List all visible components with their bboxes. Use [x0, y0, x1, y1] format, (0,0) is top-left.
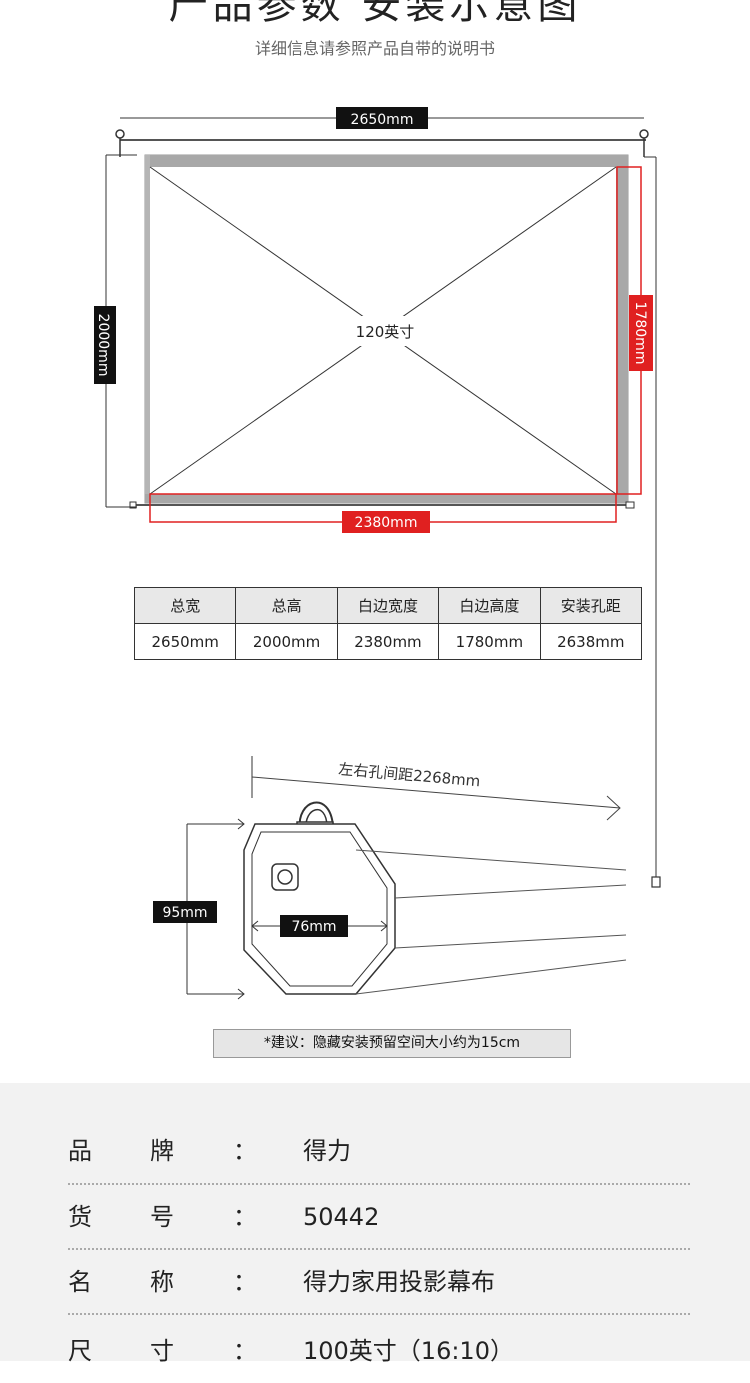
- spec-panel: 品 牌 ： 得力 货 号 ： 50442 名 称 ： 得力家用投影幕布 尺 寸 …: [0, 1083, 750, 1365]
- table-cell: 2380mm: [336, 623, 440, 660]
- total-height-label: 2000mm: [95, 314, 111, 377]
- table-header-cell: 安装孔距: [539, 587, 643, 624]
- table-header-cell: 总宽: [133, 587, 237, 624]
- table-cell: 2650mm: [133, 623, 237, 660]
- screen-size-label: 120英寸: [356, 323, 415, 341]
- table-header-cell: 白边高度: [438, 587, 541, 624]
- total-height-dimension: 2000mm: [94, 154, 137, 508]
- spec-key-char: 称: [150, 1268, 174, 1296]
- spec-key-char: 品: [68, 1137, 92, 1165]
- case-width-label: 76mm: [291, 919, 336, 935]
- total-width-label: 2650mm: [336, 107, 428, 129]
- spec-value: 50442: [303, 1203, 380, 1231]
- white-height-label: 1780mm: [632, 302, 648, 365]
- case-height-label: 95mm: [162, 905, 207, 921]
- spec-value: 100英寸（16:10）: [303, 1337, 514, 1365]
- spec-row-name: 名 称 ： 得力家用投影幕布: [68, 1250, 690, 1314]
- page-title: 产品参数 安装示意图: [168, 0, 582, 28]
- spec-row-brand: 品 牌 ： 得力: [68, 1119, 690, 1183]
- bottom-rod: [129, 501, 635, 509]
- white-width-label: 2380mm: [355, 515, 418, 531]
- spec-colon: ：: [233, 1137, 257, 1165]
- projection-screen: 120英寸: [144, 154, 629, 504]
- table-cell: 2638mm: [539, 623, 643, 660]
- spec-divider: [68, 1248, 690, 1250]
- spec-key-char: 号: [150, 1203, 174, 1231]
- case-height-dimension: 95mm: [153, 818, 245, 1000]
- spec-key-char: 寸: [150, 1337, 174, 1365]
- spec-divider: [68, 1183, 690, 1185]
- spec-key-char: 尺: [68, 1337, 92, 1365]
- table-cell: 1780mm: [438, 623, 541, 660]
- white-width-dimension: 2380mm: [149, 493, 617, 533]
- spec-row-model: 货 号 ： 50442: [68, 1185, 690, 1249]
- pull-cord: [644, 156, 661, 888]
- spec-value: 得力家用投影幕布: [303, 1268, 495, 1296]
- spec-divider: [68, 1313, 690, 1315]
- svg-text:2650mm: 2650mm: [351, 112, 414, 128]
- spec-key-char: 牌: [150, 1137, 174, 1165]
- spec-colon: ：: [233, 1203, 257, 1231]
- spec-value: 得力: [303, 1137, 351, 1165]
- spec-row-size: 尺 寸 ： 100英寸（16:10）: [68, 1319, 690, 1383]
- top-rod: [115, 117, 649, 157]
- installation-note: *建议：隐藏安装预留空间大小约为15cm: [213, 1029, 571, 1058]
- table-header-cell: 白边宽度: [336, 587, 440, 624]
- screen-case: [243, 801, 627, 995]
- table-header-row: 总宽 总高 白边宽度 白边高度 安装孔距: [133, 587, 643, 624]
- spec-key-char: 货: [68, 1203, 92, 1231]
- hole-spacing-dimension: 左右孔间距2268mm: [251, 756, 621, 821]
- spec-key-char: 名: [68, 1268, 92, 1296]
- spec-colon: ：: [233, 1268, 257, 1296]
- table-header-cell: 总高: [235, 587, 338, 624]
- page-subtitle: 详细信息请参照产品自带的说明书: [254, 39, 495, 58]
- white-height-dimension: 1780mm: [616, 166, 653, 495]
- installation-diagram: 2650mm 120英寸 2000mm 1780mm 2380mm: [94, 107, 661, 1000]
- dimensions-table: 总宽 总高 白边宽度 白边高度 安装孔距 2650mm 2000mm 2380m…: [133, 587, 643, 660]
- spec-colon: ：: [233, 1337, 257, 1365]
- table-cell: 2000mm: [235, 623, 338, 660]
- case-width-dimension: 76mm: [251, 915, 388, 937]
- table-row: 2650mm 2000mm 2380mm 1780mm 2638mm: [133, 623, 643, 660]
